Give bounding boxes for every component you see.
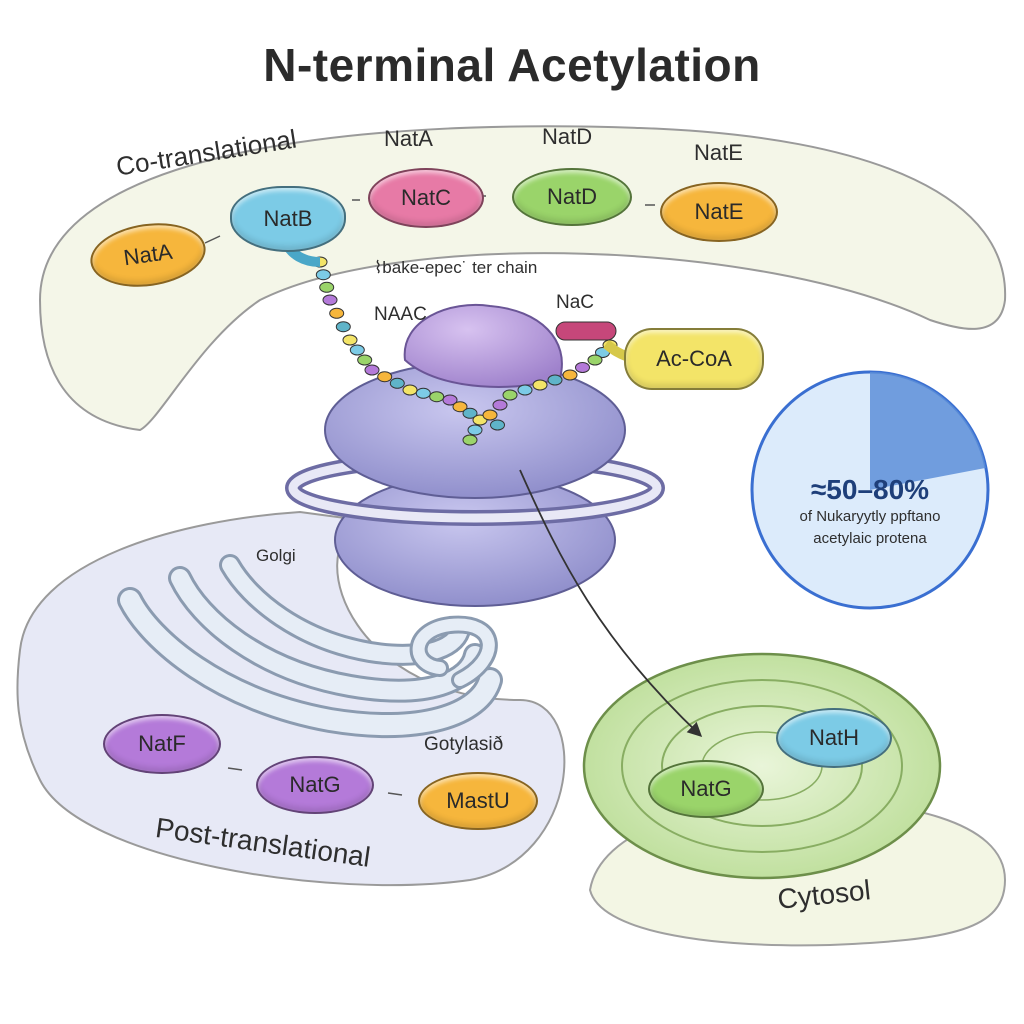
golgi-label: Golgi bbox=[256, 546, 296, 565]
enzyme-natb: NatB bbox=[230, 186, 346, 252]
chain-bead bbox=[532, 379, 548, 391]
stat-value: ≈50–80% bbox=[810, 474, 930, 505]
chain-bead bbox=[315, 269, 331, 281]
enzyme-cytosol-natg: NatG bbox=[648, 760, 764, 818]
acoa-tail bbox=[603, 339, 628, 361]
chain-bead bbox=[490, 419, 505, 431]
enzyme-nath: NatH bbox=[776, 708, 892, 768]
top-label-natd: NatD bbox=[542, 124, 593, 149]
page-title: N-terminal Acetylation bbox=[263, 39, 761, 91]
chain-bead bbox=[492, 399, 508, 411]
nac-right-label: NaC bbox=[556, 292, 595, 313]
export-arrow bbox=[519, 469, 703, 737]
chain-bead bbox=[587, 354, 603, 366]
nascent-chain bbox=[280, 238, 628, 446]
chain-bead bbox=[349, 344, 365, 356]
acetyl-coa: Ac-CoA bbox=[624, 328, 764, 390]
chain-bead bbox=[357, 354, 373, 366]
cytosol-disc bbox=[582, 652, 942, 880]
stat-line-2: acetylaic protena bbox=[813, 530, 927, 547]
enzyme-natf: NatF bbox=[103, 714, 221, 774]
chain-bead bbox=[429, 391, 445, 403]
chain-bead bbox=[377, 371, 393, 383]
chain-label: ⌇bake-epec˙ ter chain bbox=[374, 258, 538, 277]
chain-bead bbox=[517, 384, 533, 396]
stat-pie-slice bbox=[870, 372, 986, 490]
top-label-nata: NatA bbox=[384, 126, 433, 151]
stat-pie bbox=[750, 370, 990, 610]
chain-bead bbox=[329, 307, 345, 319]
stat-block: ≈50–80% of Nukaryytly ppftano acetylaic … bbox=[752, 474, 988, 550]
chain-bead bbox=[402, 384, 418, 396]
chain-bead bbox=[415, 387, 431, 399]
enzyme-nate: NatE bbox=[660, 182, 778, 242]
chain-bead bbox=[482, 409, 498, 421]
top-label-nate: NatE bbox=[694, 140, 743, 165]
chain-bead bbox=[562, 369, 578, 381]
chain-bead bbox=[364, 364, 380, 376]
chain-bead bbox=[547, 374, 563, 386]
golgi-stacks bbox=[117, 554, 503, 739]
chain-bead bbox=[442, 394, 458, 406]
chain-bead bbox=[502, 389, 518, 401]
chain-bead bbox=[389, 377, 405, 389]
enzyme-natg: NatG bbox=[256, 756, 374, 814]
chain-bead bbox=[319, 281, 335, 293]
chain-bead bbox=[342, 334, 358, 346]
chain-bead bbox=[467, 424, 483, 436]
connector-dashes bbox=[204, 195, 655, 796]
nac-rod bbox=[555, 321, 617, 341]
chain-bead bbox=[322, 294, 338, 306]
chain-bead bbox=[462, 434, 478, 446]
chain-bead bbox=[575, 362, 590, 373]
enzyme-mastu: MastU bbox=[418, 772, 538, 830]
enzyme-natd: NatD bbox=[512, 168, 632, 226]
stat-line-1: of Nukaryytly ppftano bbox=[799, 508, 941, 525]
chain-bead bbox=[335, 321, 351, 333]
chain-bead bbox=[462, 407, 478, 419]
enzyme-natc: NatC bbox=[368, 168, 484, 228]
gotylasid-label: Gotylasið bbox=[424, 734, 504, 755]
chain-bead bbox=[452, 401, 468, 413]
nac-left-label: NAAC bbox=[374, 304, 427, 325]
ribosome bbox=[285, 304, 665, 607]
